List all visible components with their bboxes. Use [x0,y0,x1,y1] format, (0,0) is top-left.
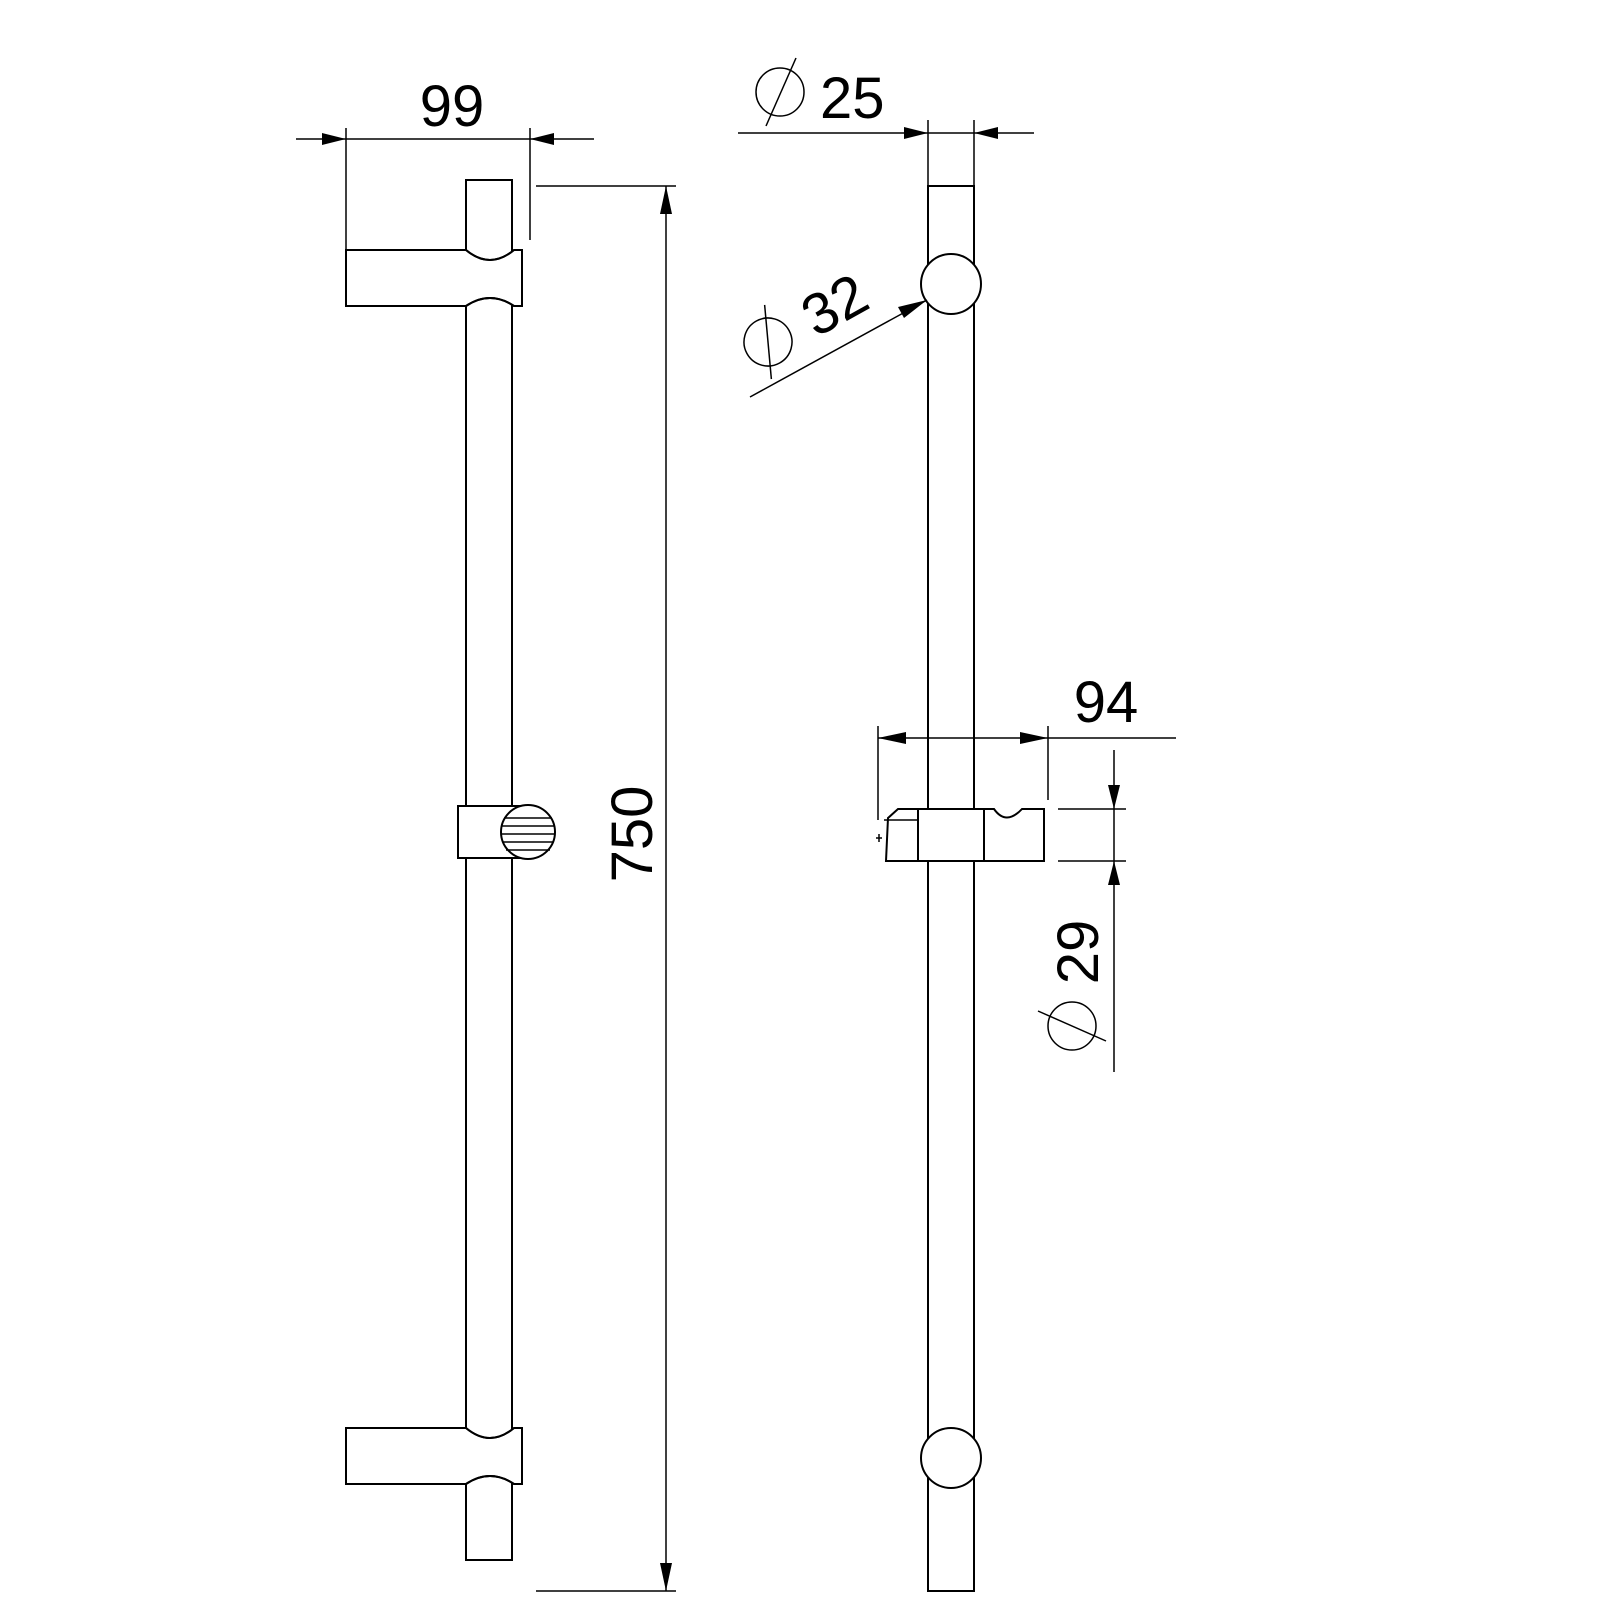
top-bracket-side [345,249,523,307]
dimension-dia-25-label: 25 [820,66,885,131]
bottom-bracket-front [920,1427,982,1489]
dimension-94: 94 [877,670,1176,820]
slider-side [457,804,556,860]
dimension-94-label: 94 [1074,670,1139,735]
dimension-750: 750 [536,185,676,1592]
diameter-icon [743,304,793,380]
dimension-dia-29-label: 29 [1046,920,1111,985]
slider-front [876,808,1045,862]
diameter-icon [755,57,805,127]
dimension-99: 99 [296,74,594,250]
top-bracket-front [920,253,982,315]
bottom-bracket-side [345,1427,523,1485]
front-view: 25 32 94 [738,57,1176,1592]
front-view-rail [927,185,975,1592]
dimension-dia-32-label: 32 [791,261,879,349]
dimension-750-label: 750 [600,786,665,883]
dimension-dia-29: 29 [1037,750,1126,1072]
diameter-icon [1037,1001,1107,1051]
dimension-99-label: 99 [420,74,485,139]
side-view-rail [465,179,513,1561]
dimension-dia-32: 32 [743,261,928,398]
dimension-dia-25: 25 [738,57,1034,186]
side-view: 99 750 [296,74,676,1592]
